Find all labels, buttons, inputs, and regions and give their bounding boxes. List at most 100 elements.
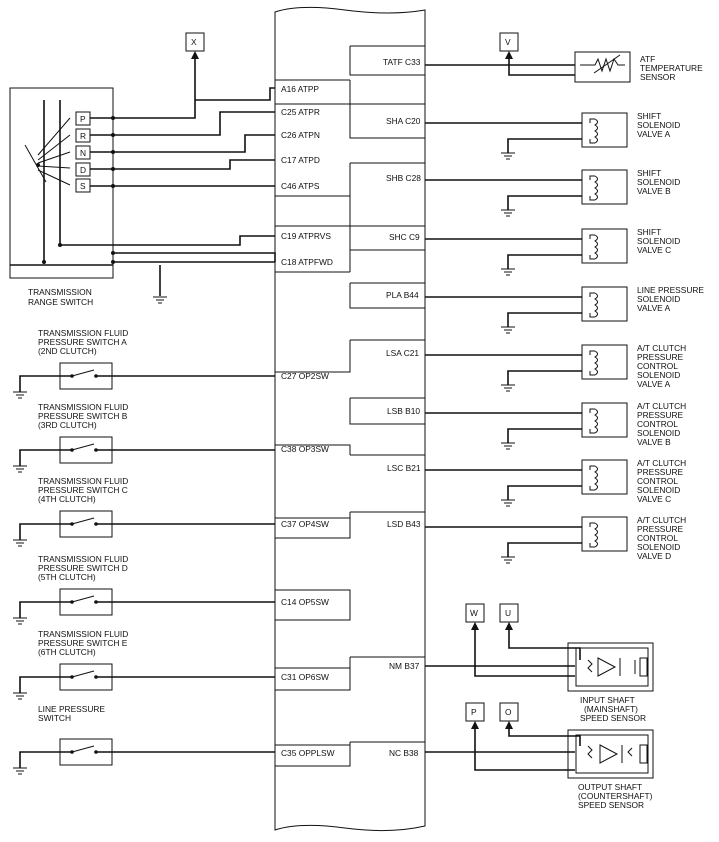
connector-u: U: [505, 608, 511, 618]
connector-v: V: [505, 37, 511, 47]
solenoid-label: SHIFT: [637, 111, 661, 121]
ecu-body: [274, 6, 426, 832]
ecu-pin-c19: C19 ATPRVS: [281, 231, 331, 241]
pressure-switch-label: (2ND CLUTCH): [38, 346, 97, 356]
ecu-pin-c37: C37 OP4SW: [281, 519, 329, 529]
ecu-pin-c20: SHA C20: [386, 116, 421, 126]
connector-o-arrow-icon: [505, 721, 513, 729]
pressure-switch-label: SWITCH: [38, 713, 71, 723]
output-sensor-label-2: (COUNTERSHAFT): [578, 791, 653, 801]
connector-u-arrow-icon: [505, 622, 513, 630]
solenoid-label: PRESSURE: [637, 524, 683, 534]
atf-label-1: ATF: [640, 54, 655, 64]
position-d: D: [80, 165, 86, 175]
ecu-pin-c28: SHB C28: [386, 173, 421, 183]
pressure-switch-label: TRANSMISSION FLUID: [38, 476, 128, 486]
ecu-pin-c21: LSA C21: [386, 348, 419, 358]
ecu-pin-a16: A16 ATPP: [281, 84, 319, 94]
pressure-switch-label: PRESSURE SWITCH B: [38, 411, 128, 421]
ecu-pin-b43: LSD B43: [387, 519, 421, 529]
pressure-switch-label: (5TH CLUTCH): [38, 572, 96, 582]
solenoid-label: VALVE A: [637, 379, 671, 389]
solenoid-label: PRESSURE: [637, 410, 683, 420]
pressure-switch-label: TRANSMISSION FLUID: [38, 402, 128, 412]
ecu-pin-b38: NC B38: [389, 748, 419, 758]
ecu-pin-b21: LSC B21: [387, 463, 421, 473]
pressure-switch-label: (4TH CLUTCH): [38, 494, 96, 504]
solenoid-ground-icon: [501, 209, 515, 217]
input-sensor-label-2: (MAINSHAFT): [584, 704, 638, 714]
input-speed-sensor: W U INPUT SHAFT (MAINSHAFT) SPEED SENSOR: [425, 603, 654, 723]
solenoid-ground-icon: [501, 499, 515, 507]
solenoid-ground-icon: [501, 152, 515, 160]
ecu-pin-c46: C46 ATPS: [281, 181, 320, 191]
solenoid-label: SOLENOID: [637, 542, 680, 552]
pressure-switch-label: PRESSURE SWITCH E: [38, 638, 128, 648]
ecu-pin-c35: C35 OPPLSW: [281, 748, 335, 758]
position-s: S: [80, 181, 86, 191]
solenoid-label: VALVE C: [637, 494, 671, 504]
solenoid-label: VALVE B: [637, 186, 671, 196]
output-sensor-label-3: SPEED SENSOR: [578, 800, 644, 810]
solenoid-label: SOLENOID: [637, 236, 680, 246]
solenoid-label: SOLENOID: [637, 120, 680, 130]
range-switch-positions: P R N D S: [75, 111, 91, 193]
position-p: P: [80, 114, 86, 124]
connector-o: O: [505, 707, 512, 717]
solenoid-label: CONTROL: [637, 419, 678, 429]
ecu-output-boxes: [275, 45, 425, 767]
pressure-switch-label: PRESSURE SWITCH C: [38, 485, 128, 495]
connector-p: P: [471, 707, 477, 717]
pressure-switch-label: TRANSMISSION FLUID: [38, 629, 128, 639]
solenoid-ground-icon: [501, 442, 515, 450]
connector-x: X: [191, 37, 197, 47]
input-sensor-label-1: INPUT SHAFT: [580, 695, 635, 705]
range-switch-housing: [9, 87, 114, 279]
solenoid-label: CONTROL: [637, 361, 678, 371]
solenoid-label: SOLENOID: [637, 177, 680, 187]
pressure-switch-ground-icon: [13, 767, 27, 775]
pressure-switch-ground-icon: [13, 617, 27, 625]
solenoid-ground-icon: [501, 556, 515, 564]
ecu-input-labels: A16 ATPP C25 ATPR C26 ATPN C17 ATPD C46 …: [275, 79, 351, 758]
pressure-switch-ground-icon: [13, 465, 27, 473]
ecu-pin-c38: C38 OP3SW: [281, 444, 329, 454]
range-switch-wires: [10, 58, 276, 296]
pressure-switch-ground-icon: [13, 539, 27, 547]
solenoid-label: VALVE C: [637, 245, 671, 255]
solenoid-label: VALVE D: [637, 551, 671, 561]
range-switch-label-1: TRANSMISSION: [28, 287, 92, 297]
solenoid-label: SOLENOID: [637, 485, 680, 495]
input-sensor-label-3: SPEED SENSOR: [580, 713, 646, 723]
range-switch-label-2: RANGE SWITCH: [28, 297, 93, 307]
solenoid-label: A/T CLUTCH: [637, 458, 686, 468]
pressure-switch-label: (3RD CLUTCH): [38, 420, 97, 430]
solenoid-ground-icon: [501, 268, 515, 276]
solenoid-label: SOLENOID: [637, 294, 680, 304]
solenoid-label: LINE PRESSURE: [637, 285, 704, 295]
ecu-pin-c33: TATF C33: [383, 57, 421, 67]
ecu-pin-b37: NM B37: [389, 661, 420, 671]
solenoid-label: SHIFT: [637, 168, 661, 178]
ecu-pin-c25: C25 ATPR: [281, 107, 320, 117]
atf-label-3: SENSOR: [640, 72, 675, 82]
solenoid-ground-icon: [501, 384, 515, 392]
pressure-switch-label: TRANSMISSION FLUID: [38, 328, 128, 338]
connector-w-arrow-icon: [471, 622, 479, 630]
solenoid-label: PRESSURE: [637, 467, 683, 477]
solenoid-label: SOLENOID: [637, 370, 680, 380]
solenoid-label: CONTROL: [637, 533, 678, 543]
pressure-switch-label: LINE PRESSURE: [38, 704, 105, 714]
thermistor-arrow: [593, 54, 621, 74]
